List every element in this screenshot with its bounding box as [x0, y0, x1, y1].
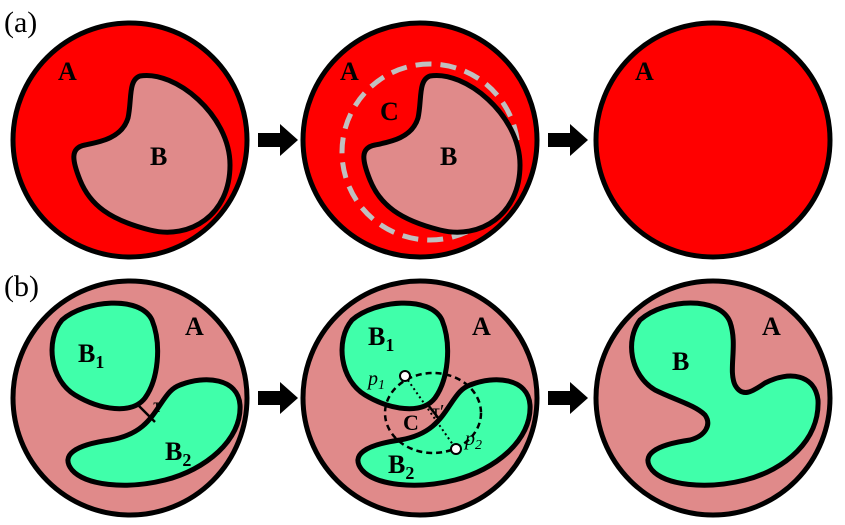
label-tau-prime: τ′	[432, 401, 444, 423]
panel-b-step2: A B1 B2 C τ′ p1 p2	[300, 278, 540, 518]
point-p2	[450, 443, 462, 455]
region-b-blob	[361, 73, 523, 235]
panel-a-tag: (a)	[4, 6, 37, 39]
label-b: B	[440, 142, 457, 171]
label-tau: τ	[153, 395, 161, 417]
label-a: A	[472, 312, 491, 341]
panel-a-step2: A C B	[300, 20, 540, 260]
label-b2: B2	[165, 437, 191, 470]
label-a: A	[762, 312, 781, 341]
label-c: C	[403, 410, 419, 435]
label-a: A	[635, 57, 654, 86]
label-a: A	[340, 57, 359, 86]
label-a: A	[58, 57, 77, 86]
label-a: A	[185, 312, 204, 341]
panel-a-step1: A B	[10, 20, 250, 260]
arrow-right-icon	[258, 124, 298, 156]
tau-prime-connector	[427, 404, 441, 421]
region-b1-blob	[49, 300, 161, 412]
label-p2: p2	[463, 428, 482, 453]
region-b2-blob	[355, 377, 533, 488]
point-p1	[399, 370, 411, 382]
arrow-right-icon	[548, 124, 588, 156]
region-b-merged-blob	[629, 300, 821, 488]
panel-b-tag: (b)	[4, 270, 39, 303]
tau-connector	[137, 404, 156, 423]
region-b1-blob	[339, 300, 451, 412]
region-c-dashed-ellipse	[383, 371, 483, 455]
label-b1: B1	[368, 322, 394, 355]
label-c: C	[380, 97, 399, 126]
region-a-disk	[593, 20, 833, 260]
label-b: B	[672, 347, 689, 376]
panel-a-step3: A	[593, 20, 833, 260]
panel-b-step3: A B	[593, 278, 833, 518]
region-b-blob	[71, 73, 233, 235]
arrow-right-icon	[258, 382, 298, 414]
label-b: B	[150, 142, 167, 171]
panel-b-step1: A B1 B2 τ	[10, 278, 250, 518]
arrow-right-icon	[548, 382, 588, 414]
region-b2-blob	[65, 377, 243, 488]
label-b1: B1	[78, 339, 104, 372]
label-b2: B2	[388, 450, 414, 483]
label-p1: p1	[366, 368, 385, 393]
